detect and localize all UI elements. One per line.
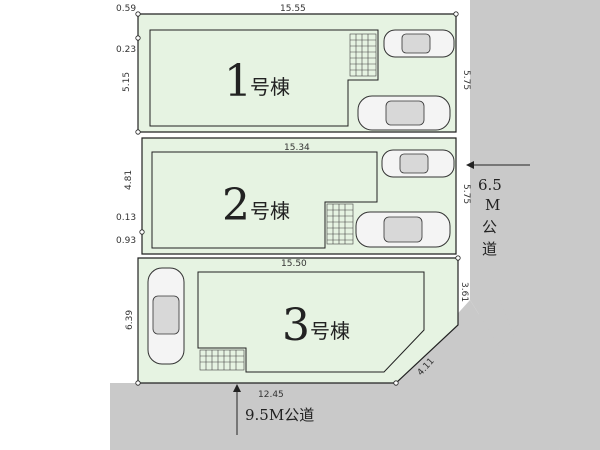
lot-1: 1 号棟 [137,13,457,133]
lot-2-parking-grid [326,203,354,245]
lot-2-number: 2 [222,180,250,231]
lot-1-building [149,29,379,127]
dim-lot2-gap-a: 0.13 [116,213,136,223]
dim-top-left-offset: 0.59 [116,4,136,14]
lot-1-suffix: 号棟 [250,75,290,99]
car-icon [381,149,455,178]
lot-3-suffix: 号棟 [310,319,350,343]
arrow-head-icon [233,384,241,392]
east-road-kanji-2: 道 [482,240,497,258]
dim-bottom-width: 12.45 [258,390,284,400]
lot-3-parking-grid [199,349,245,371]
dim-lot3-width: 15.50 [281,259,307,269]
dimension-labels: 0.59 15.55 0.23 5.15 5.75 15.34 4.81 5.7… [116,4,471,400]
dim-top-width: 15.55 [280,4,306,14]
dim-lot1-gap: 0.23 [116,45,136,55]
east-road-width: 6.5 [478,176,502,194]
dim-lot1-right: 5.75 [461,70,471,90]
south-road-label: 9.5M公道 [233,384,314,435]
boundary-markers [135,11,461,386]
east-road-label: 6.5 M 公 道 [466,161,530,258]
lot-2-building [151,151,378,249]
dim-lot2-right: 5.75 [461,184,471,204]
lot-3-number: 3 [282,300,310,351]
lot-2-suffix: 号棟 [250,199,290,223]
east-road-unit: M [485,196,500,214]
dim-lot3-depth: 6.39 [125,310,135,330]
dim-lot3-right: 3.61 [459,282,469,302]
car-icon [357,95,451,131]
east-road [455,0,600,450]
road-area [110,0,600,450]
south-road-text: 9.5M公道 [245,406,314,424]
lot-3-building [197,271,425,373]
dim-lot1-depth: 5.15 [122,72,132,92]
dim-lot2-width: 15.34 [284,143,310,153]
lot-1-number: 1 [224,56,252,107]
lot-3: 3 号棟 [137,257,459,384]
dim-lot2-depth: 4.81 [124,170,134,190]
lot-2: 2 号棟 [141,137,457,255]
arrow-head-icon [466,161,474,169]
dim-lot2-gap-b: 0.93 [116,236,136,246]
lot-1-parking-grid [349,33,377,77]
car-icon [355,211,451,248]
car-icon [147,267,185,365]
car-icon [383,29,455,58]
east-road-kanji-1: 公 [482,218,497,236]
